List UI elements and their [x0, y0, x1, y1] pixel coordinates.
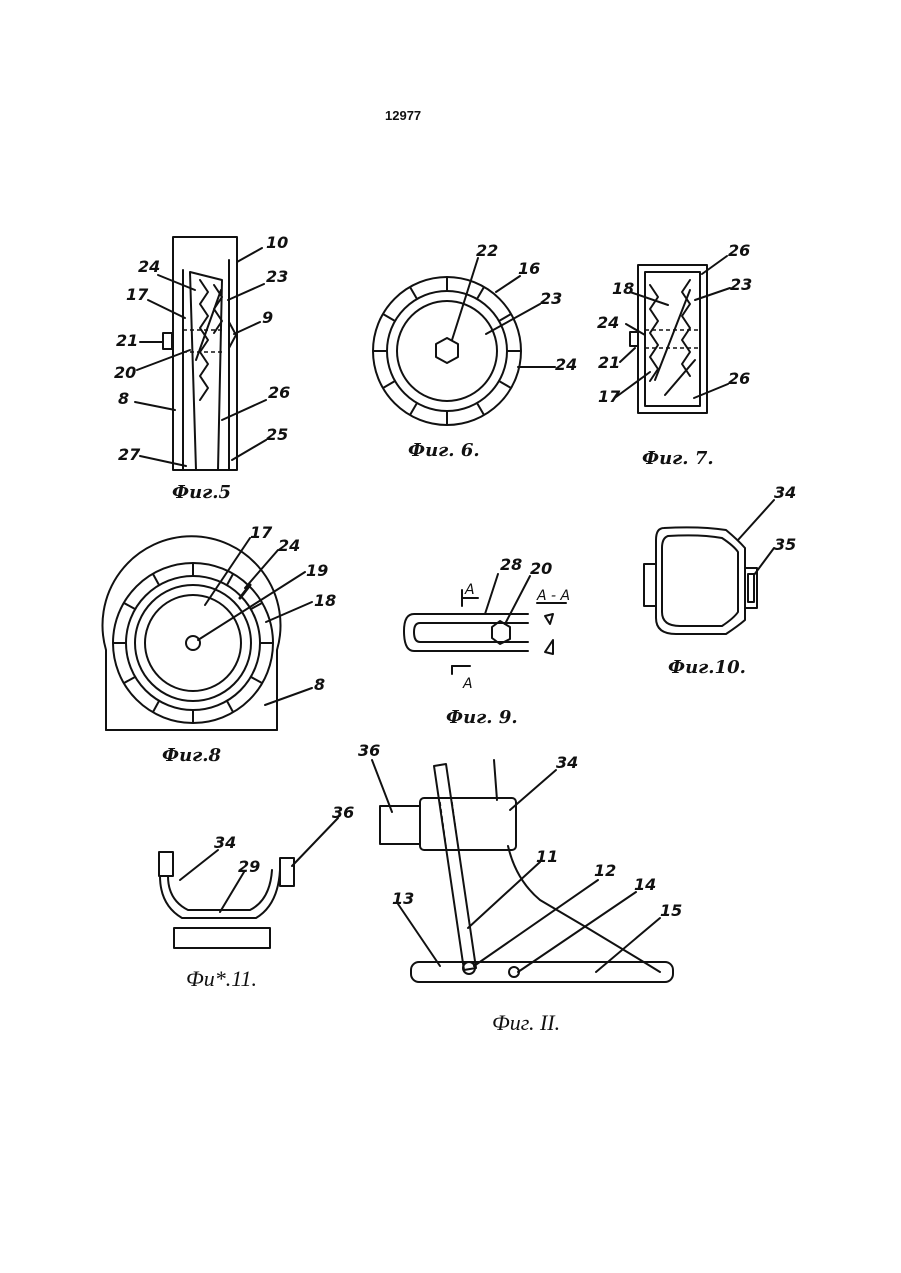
fig5-label-8: 8	[118, 389, 129, 408]
fig8-label-24: 24	[278, 536, 300, 555]
fig11a-label-29: 29	[238, 857, 260, 876]
fig8-caption: Фиг.8	[162, 745, 222, 766]
fig5-caption: Фиг.5	[172, 482, 231, 503]
fig7-label-17: 17	[598, 387, 621, 406]
fig10-label-34: 34	[774, 483, 796, 502]
fig11b-sole-plate	[411, 962, 673, 982]
fig5-label-24: 24	[138, 257, 160, 276]
fig7-caption: Фиг. 7.	[642, 448, 714, 469]
fig5-label-23: 23	[266, 267, 288, 286]
fig7-label-26-bottom: 26	[728, 369, 750, 388]
fig5-label-25: 25	[266, 425, 288, 444]
fig5-label-9: 9	[262, 308, 273, 327]
fig9-hex	[492, 621, 510, 644]
fig9-label-20: 20	[530, 559, 552, 578]
fig6-label-24: 24	[555, 355, 577, 374]
fig6-label-22: 22	[476, 241, 498, 260]
fig5-label-27: 27	[118, 445, 141, 464]
figure-6: 22 16 23 24 Фиг. 6.	[373, 241, 577, 461]
fig7-housing	[638, 265, 707, 413]
fig6-inner-disc	[397, 301, 497, 401]
fig11b-label-12: 12	[594, 861, 616, 880]
fig7-label-18: 18	[612, 279, 634, 298]
fig7-label-24: 24	[597, 313, 619, 332]
figure-8: 17 24 19 18 8 Фиг.8	[103, 523, 337, 766]
fig11b-label-36: 36	[358, 741, 380, 760]
fig9-caption: Фиг. 9.	[446, 707, 518, 728]
fig11b-cuff-strap	[420, 798, 516, 850]
fig8-inner-disc	[145, 595, 241, 691]
fig11a-label-36: 36	[332, 803, 354, 822]
fig5-label-17: 17	[126, 285, 149, 304]
fig8-axle	[186, 636, 200, 650]
fig6-hex-nut	[436, 338, 458, 363]
figure-9: A A 28 20 A - A Фиг. 9.	[404, 555, 570, 728]
fig10-buckle-left	[644, 564, 656, 606]
fig5-label-10: 10	[266, 233, 288, 252]
fig11b-label-11: 11	[536, 847, 558, 866]
fig6-outer-ring	[373, 277, 521, 425]
fig8-label-8: 8	[314, 675, 325, 694]
fig9-section-mark-bottom: A	[462, 676, 473, 692]
fig10-caption: Фиг.10.	[668, 657, 746, 678]
fig5-label-26: 26	[268, 383, 290, 402]
fig11b-label-14: 14	[634, 875, 656, 894]
figure-11-section: 34 36 29 Фи*.11.	[159, 803, 354, 991]
fig8-label-17: 17	[250, 523, 273, 542]
fig11a-caption: Фи*.11.	[186, 966, 257, 991]
fig6-label-23: 23	[540, 289, 562, 308]
fig5-label-20: 20	[114, 363, 136, 382]
fig6-label-16: 16	[518, 259, 540, 278]
fig8-label-19: 19	[306, 561, 328, 580]
fig5-label-21: 21	[116, 331, 138, 350]
fig9-section-mark-top: A	[464, 582, 475, 598]
fig11a-label-34: 34	[214, 833, 236, 852]
fig6-caption: Фиг. 6.	[408, 440, 480, 461]
fig7-label-23: 23	[730, 275, 752, 294]
fig7-label-21: 21	[598, 353, 620, 372]
fig8-label-18: 18	[314, 591, 336, 610]
fig11b-label-13: 13	[392, 889, 414, 908]
figure-11-side: 36 34 11 12 14 13 15 Фиг. II.	[358, 741, 682, 1035]
fig5-bolt-head	[163, 333, 172, 349]
figure-5: 10 24 23 17 9 21 20 8 26 27 25 Фиг.5	[114, 233, 290, 503]
fig11-sole-block	[174, 928, 270, 948]
fig9-section-label: A - A	[536, 588, 570, 604]
fig11b-caption: Фиг. II.	[492, 1010, 560, 1035]
figure-7: 26 18 23 24 21 17 26 Фиг. 7.	[597, 241, 752, 469]
fig11b-foot-outline	[508, 846, 660, 972]
figure-10: 34 35 Фиг.10.	[644, 483, 796, 678]
fig11b-label-15: 15	[660, 901, 682, 920]
fig10-label-35: 35	[774, 535, 796, 554]
fig11b-label-34: 34	[556, 753, 578, 772]
fig11b-padding	[380, 806, 420, 844]
fig11b-upright-bar	[434, 764, 476, 970]
fig7-label-26-top: 26	[728, 241, 750, 260]
fig9-label-28: 28	[500, 555, 522, 574]
